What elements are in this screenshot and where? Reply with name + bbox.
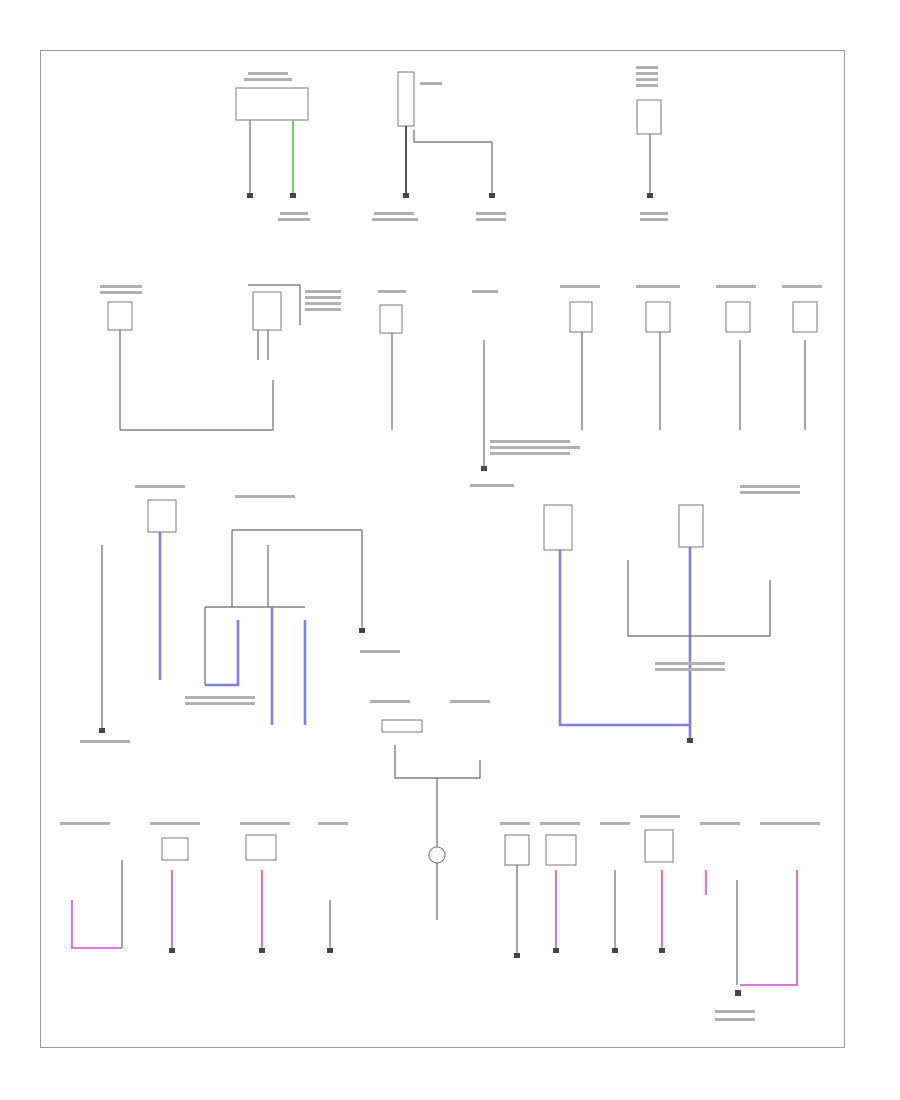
component-row2-7 bbox=[725, 301, 751, 430]
splice-row2 bbox=[481, 430, 487, 471]
component-row5-7 bbox=[612, 870, 618, 953]
component-row2-2 bbox=[248, 284, 301, 430]
component-row5-4 bbox=[327, 900, 333, 953]
component-row5-8 bbox=[644, 829, 707, 953]
component-row3-right-2 bbox=[678, 504, 704, 740]
component-battery bbox=[397, 71, 495, 198]
component-row3-right-bus bbox=[627, 560, 771, 743]
component-row2-1 bbox=[107, 301, 273, 431]
component-top-left bbox=[235, 87, 309, 198]
component-row2-5 bbox=[569, 301, 593, 430]
component-row3-control-unit bbox=[204, 529, 365, 725]
component-row2-6 bbox=[645, 301, 671, 430]
component-row2-3 bbox=[379, 304, 403, 430]
component-row5-5 bbox=[504, 834, 530, 958]
component-row3-left-2 bbox=[147, 499, 177, 680]
component-top-right bbox=[636, 99, 662, 198]
illegible-labels bbox=[60, 66, 822, 1021]
component-row5-9 bbox=[735, 870, 798, 996]
component-row5-2 bbox=[161, 837, 189, 953]
component-row3-right-1 bbox=[543, 504, 690, 727]
component-row5-3 bbox=[245, 834, 277, 953]
component-row5-1 bbox=[71, 860, 123, 949]
component-row4-switches bbox=[381, 719, 481, 920]
diagram-frame bbox=[40, 50, 845, 1048]
component-row3-left-1 bbox=[99, 545, 105, 733]
component-row5-6 bbox=[545, 834, 577, 953]
component-row2-8 bbox=[792, 301, 818, 430]
